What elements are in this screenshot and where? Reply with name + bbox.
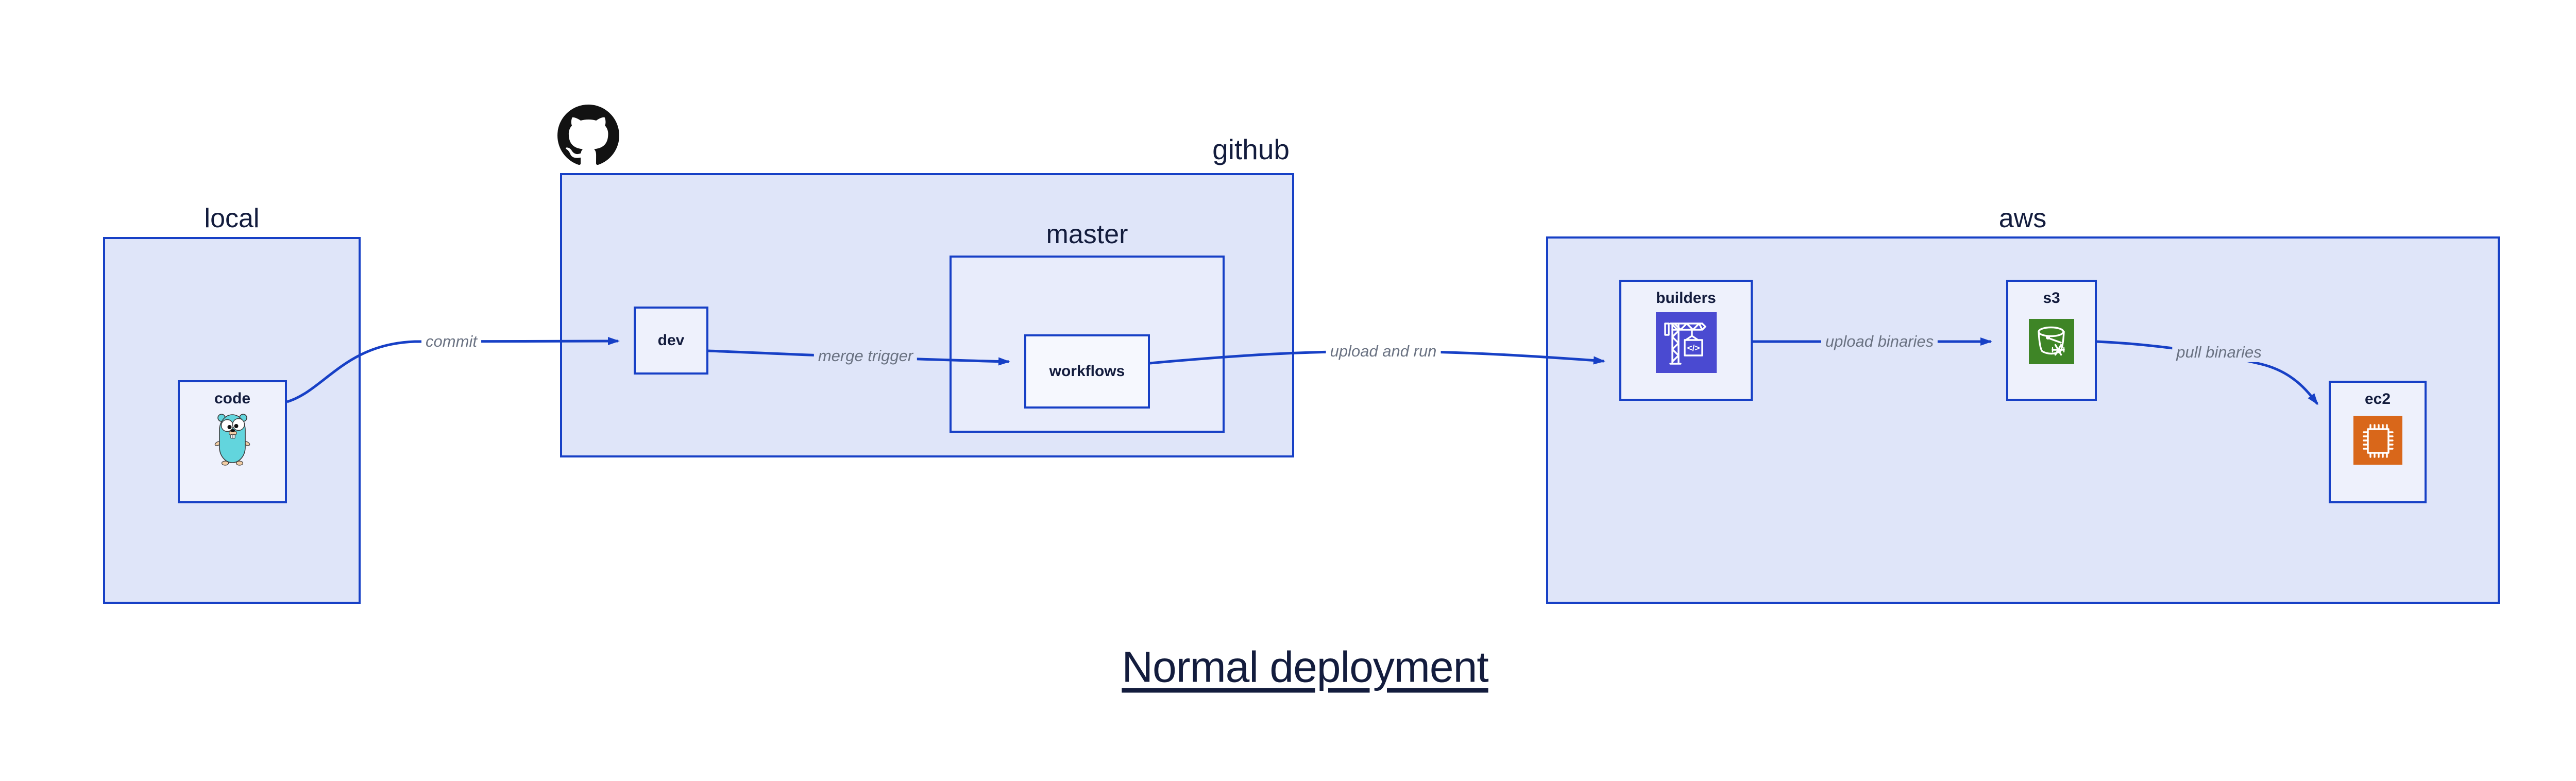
- edge-label-pull-binaries: pull binaries: [2172, 342, 2266, 363]
- github-octocat-icon: [557, 105, 619, 165]
- ec2-chip-icon: [2353, 416, 2402, 465]
- github-label: github: [1212, 133, 1290, 165]
- code-label: code: [214, 390, 251, 407]
- node-code: code: [178, 380, 287, 503]
- local-label: local: [204, 203, 260, 233]
- builders-label: builders: [1656, 290, 1716, 307]
- edge-label-upload-binaries: upload binaries: [1821, 331, 1938, 352]
- node-dev: dev: [634, 307, 708, 375]
- node-s3: s3: [2006, 280, 2097, 401]
- node-ec2: ec2: [2329, 381, 2427, 503]
- node-workflows: workflows: [1024, 334, 1150, 409]
- svg-text:</>: </>: [1687, 343, 1700, 353]
- diagram-title: Normal deployment: [1122, 642, 1488, 691]
- s3-bucket-icon: [2029, 319, 2074, 364]
- edge-label-upload-and-run: upload and run: [1326, 341, 1441, 362]
- codebuild-crane-icon: </>: [1655, 312, 1717, 373]
- go-gopher-icon: [214, 414, 250, 466]
- master-label: master: [1046, 219, 1128, 249]
- ec2-label: ec2: [2364, 390, 2391, 408]
- edge-label-commit: commit: [421, 331, 481, 352]
- node-builders: builders </>: [1619, 280, 1753, 401]
- workflows-label: workflows: [1049, 363, 1125, 380]
- dev-label: dev: [657, 332, 685, 349]
- aws-label: aws: [1998, 203, 2047, 233]
- edge-label-merge-trigger: merge trigger: [814, 346, 918, 366]
- s3-label: s3: [2043, 290, 2060, 307]
